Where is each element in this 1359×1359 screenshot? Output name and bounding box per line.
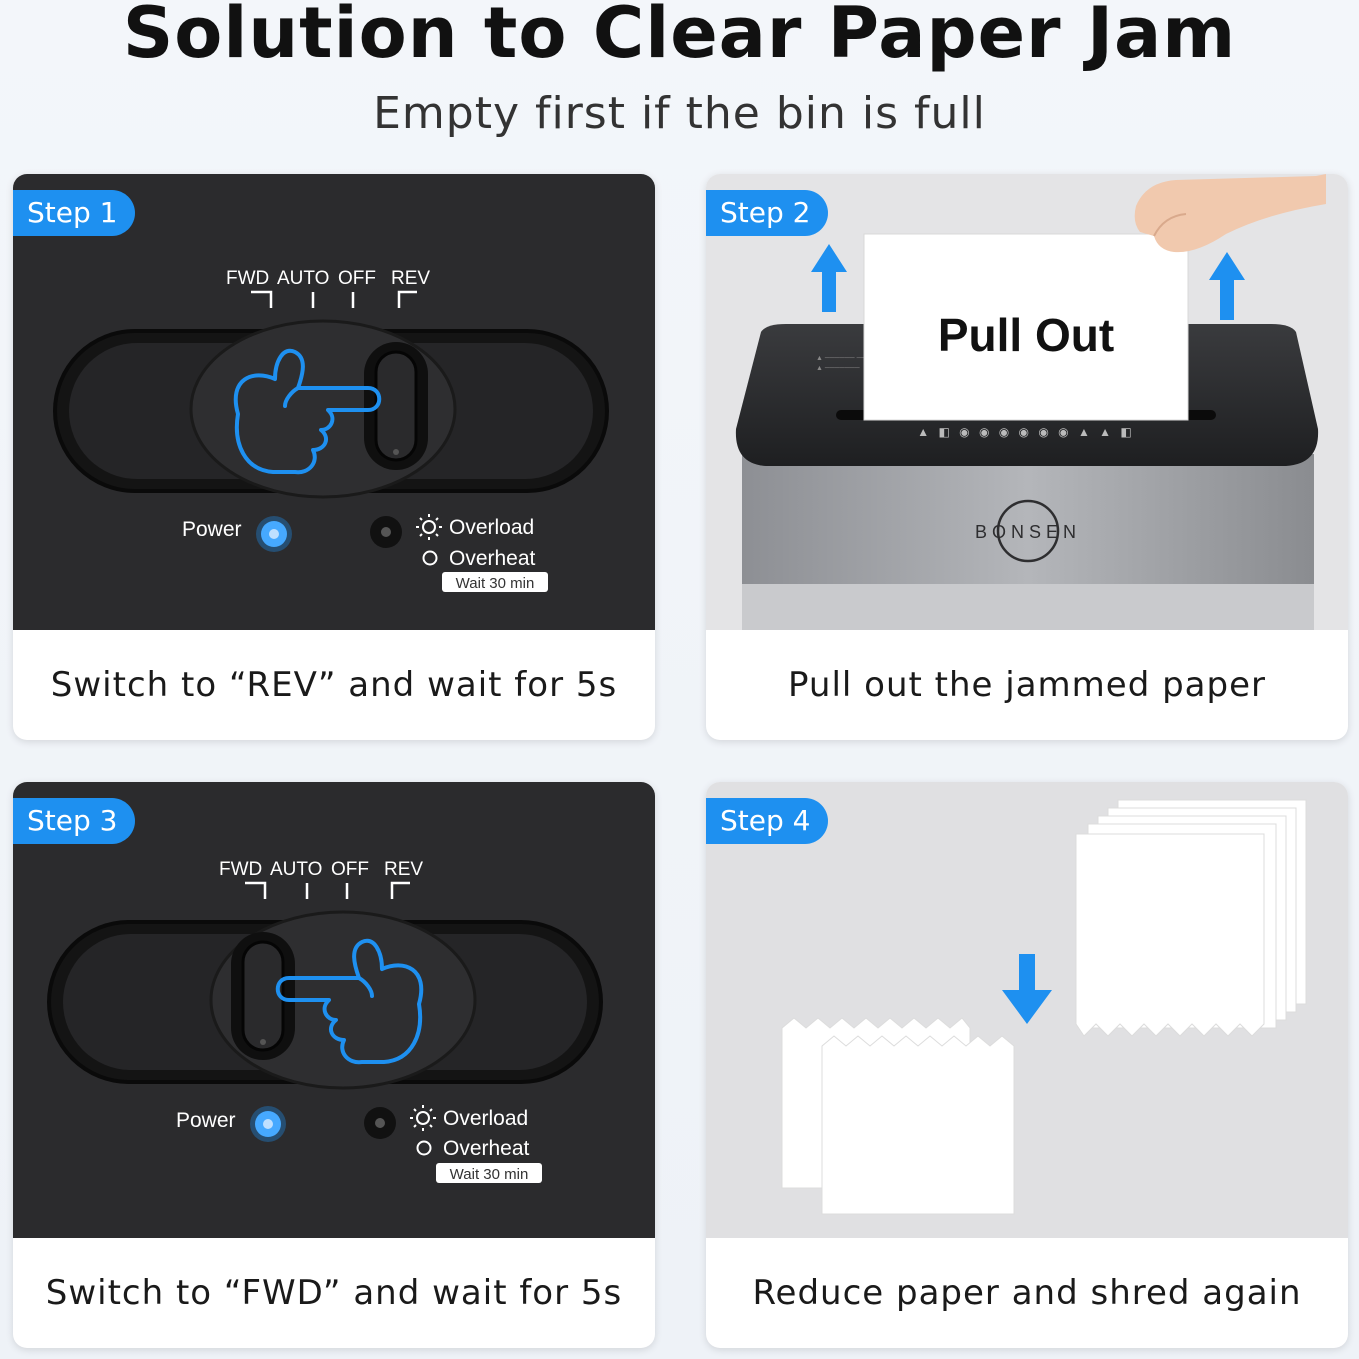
svg-text:▲ ◧ ◉ ◉ ◉ ◉ ◉ ◉ ▲ ▲ ◧: ▲ ◧ ◉ ◉ ◉ ◉ ◉ ◉ ▲ ▲ ◧ xyxy=(917,425,1134,439)
overload-label: Overload xyxy=(449,516,534,539)
shredder-illustration: ▲ ◧ ◉ ◉ ◉ ◉ ◉ ◉ ▲ ▲ ◧ ▲ ────── ── ▲ ────… xyxy=(735,174,1326,630)
step-2-card: ▲ ◧ ◉ ◉ ◉ ◉ ◉ ◉ ▲ ▲ ◧ ▲ ────── ── ▲ ────… xyxy=(706,174,1348,740)
hand-icon xyxy=(1134,174,1326,253)
wait-label: Wait 30 min xyxy=(450,1166,529,1183)
brand-logo-text: BONSEN xyxy=(975,522,1081,542)
sun-icon xyxy=(416,514,442,540)
step-1-badge: Step 1 xyxy=(13,190,136,236)
control-panel-fwd: FWD AUTO OFF REV Power xyxy=(47,859,603,1183)
overload-label: Overload xyxy=(443,1107,528,1130)
step-1-caption: Switch to “REV” and wait for 5s xyxy=(50,665,618,705)
step-4-photo: Step 4 xyxy=(706,782,1348,1238)
page-title: Solution to Clear Paper Jam xyxy=(122,0,1237,74)
step-4-caption: Reduce paper and shred again xyxy=(752,1273,1302,1313)
paper-stack-small xyxy=(781,1017,1015,1215)
sun-icon xyxy=(410,1105,436,1131)
rev-label: REV xyxy=(391,268,430,289)
fwd-label: FWD xyxy=(219,859,262,880)
step-2-badge: Step 2 xyxy=(706,190,829,236)
step-3-card: FWD AUTO OFF REV Power xyxy=(13,782,655,1348)
brand-logo-ring xyxy=(996,499,1060,563)
step-4-badge: Step 4 xyxy=(706,798,829,844)
svg-text:▲ ───────: ▲ ─────── xyxy=(816,365,860,372)
step-1-card: FWD AUTO OFF REV Power xyxy=(13,174,655,740)
off-label: OFF xyxy=(331,859,369,880)
step-2-photo: ▲ ◧ ◉ ◉ ◉ ◉ ◉ ◉ ▲ ▲ ◧ ▲ ────── ── ▲ ────… xyxy=(706,174,1348,630)
control-panel-rev: FWD AUTO OFF REV Power xyxy=(53,268,609,592)
wait-label: Wait 30 min xyxy=(456,575,535,592)
auto-label: AUTO xyxy=(270,859,322,880)
step-3-caption: Switch to “FWD” and wait for 5s xyxy=(45,1273,623,1313)
down-arrow-icon xyxy=(1002,954,1052,1024)
pull-out-label: Pull Out xyxy=(938,309,1114,361)
off-label: OFF xyxy=(338,268,376,289)
pointing-hand-icon xyxy=(275,938,424,1065)
overheat-circle-icon xyxy=(416,1140,432,1156)
paper-stack-large xyxy=(1075,799,1307,1037)
step-4-card: Step 4 Reduce paper and shred again xyxy=(706,782,1348,1348)
page-subtitle: Empty first if the bin is full xyxy=(373,88,986,139)
paper-stack-illustration xyxy=(781,799,1307,1215)
power-label: Power xyxy=(182,518,242,541)
step-1-photo: FWD AUTO OFF REV Power xyxy=(13,174,655,630)
up-arrow-icon xyxy=(1209,252,1245,320)
overheat-label: Overheat xyxy=(443,1137,530,1160)
svg-text:▲ ────── ──: ▲ ────── ── xyxy=(816,355,867,362)
step-3-photo: FWD AUTO OFF REV Power xyxy=(13,782,655,1238)
jammed-paper xyxy=(863,233,1189,421)
overheat-circle-icon xyxy=(422,550,438,566)
auto-label: AUTO xyxy=(277,268,329,289)
step-2-caption: Pull out the jammed paper xyxy=(788,665,1266,705)
fwd-label: FWD xyxy=(226,268,269,289)
pointing-hand-icon xyxy=(233,348,382,475)
step-3-badge: Step 3 xyxy=(13,798,136,844)
up-arrow-icon xyxy=(811,244,847,312)
rev-label: REV xyxy=(384,859,423,880)
power-label: Power xyxy=(176,1109,236,1132)
overheat-label: Overheat xyxy=(449,547,536,570)
